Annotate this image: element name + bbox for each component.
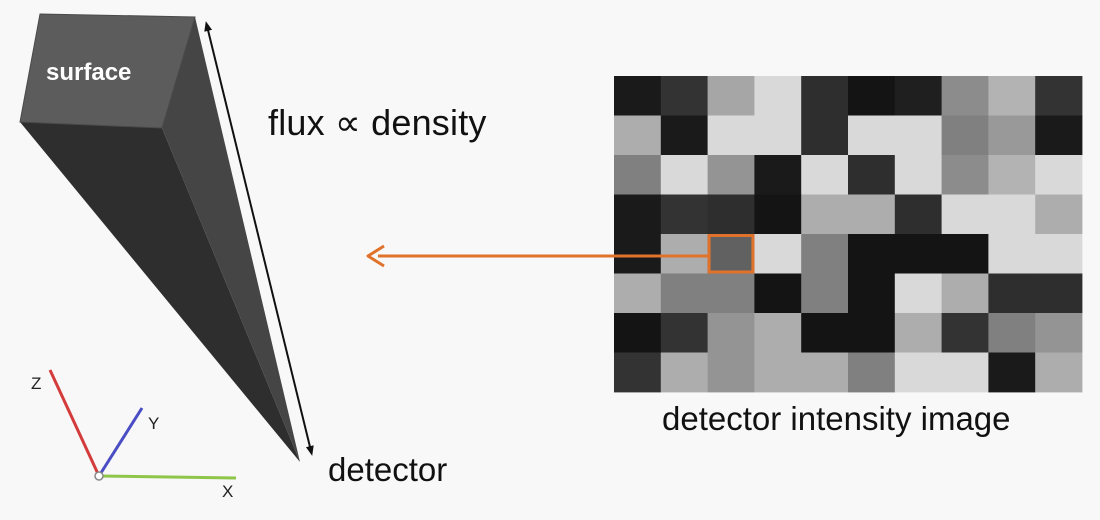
- grid-cell: [1035, 194, 1083, 235]
- grid-cell: [941, 155, 989, 195]
- grid-cell: [1035, 313, 1083, 353]
- grid-cell: [848, 273, 896, 314]
- grid-cell: [941, 115, 989, 156]
- grid-cell: [848, 115, 896, 156]
- grid-cell: [614, 313, 662, 353]
- grid-cell: [754, 155, 802, 195]
- grid-cell: [754, 76, 802, 116]
- grid-cell: [1035, 234, 1083, 274]
- grid-cell: [941, 234, 989, 274]
- axes-origin: [94, 471, 104, 481]
- grid-cell: [988, 234, 1036, 274]
- grid-cell: [801, 273, 849, 314]
- grid-cell: [894, 273, 942, 314]
- grid-cell: [707, 273, 755, 314]
- grid-cell: [660, 234, 708, 274]
- grid-cell: [941, 352, 989, 393]
- grid-cell: [848, 313, 896, 353]
- grid-cell: [988, 194, 1036, 235]
- column-top-face: [19, 13, 196, 129]
- grid-cell: [894, 194, 942, 235]
- grid-cell: [894, 352, 942, 393]
- pixel-pointer: [366, 244, 709, 268]
- grid-cell: [801, 234, 849, 274]
- intensity-grid: [614, 76, 1083, 393]
- grid-cell: [754, 352, 802, 393]
- flux-density-label: flux ∝ density: [268, 102, 487, 143]
- z-axis-label: Z: [31, 374, 42, 393]
- grid-cell: [988, 313, 1036, 353]
- grid-cell: [1035, 155, 1083, 195]
- grid-cell: [1035, 76, 1083, 116]
- grid-cell: [707, 155, 755, 195]
- grid-cell: [988, 155, 1036, 195]
- grid-cell: [894, 234, 942, 274]
- grid-cell: [754, 273, 802, 314]
- grid-cell: [941, 273, 989, 314]
- grid-cell: [707, 194, 755, 235]
- detector-label: detector: [328, 451, 448, 488]
- grid-cell: [941, 76, 989, 116]
- pointer-arrowhead: [366, 244, 385, 268]
- grid-cell: [894, 155, 942, 195]
- grid-cell: [614, 115, 662, 156]
- grid-cell: [660, 194, 708, 235]
- grid-cell: [848, 155, 896, 195]
- grid-cell: [988, 115, 1036, 156]
- detector-image-caption: detector intensity image: [662, 400, 1011, 437]
- grid-cell: [754, 194, 802, 235]
- grid-cell: [614, 352, 662, 393]
- grid-cell: [801, 76, 849, 116]
- length-arrow: [204, 21, 314, 456]
- coordinate-axes: [48, 369, 237, 481]
- grid-cell: [1035, 115, 1083, 156]
- grid-cell: [941, 194, 989, 235]
- x-axis-line: [98, 474, 237, 480]
- x-axis-label: X: [222, 482, 234, 501]
- z-axis-line: [48, 369, 101, 477]
- grid-cell: [660, 313, 708, 353]
- grid-cell: [754, 234, 802, 274]
- grid-cell: [894, 76, 942, 116]
- grid-cell: [988, 352, 1036, 393]
- grid-cell: [801, 115, 849, 156]
- grid-cell: [754, 313, 802, 353]
- grid-cell: [614, 155, 662, 195]
- grid-cell: [614, 76, 662, 116]
- grid-cell: [707, 313, 755, 353]
- y-axis-label: Y: [148, 414, 160, 433]
- grid-cell: [801, 194, 849, 235]
- highlighted-pixel: [707, 234, 755, 274]
- grid-cell: [614, 194, 662, 235]
- grid-cell: [660, 115, 708, 156]
- surface-label: surface: [46, 59, 132, 86]
- grid-cell: [801, 155, 849, 195]
- grid-cell: [660, 76, 708, 116]
- grid-cell: [707, 76, 755, 116]
- grid-cell: [614, 273, 662, 314]
- grid-cell: [801, 313, 849, 353]
- grid-cell: [988, 76, 1036, 116]
- grid-cell: [1035, 352, 1083, 393]
- grid-cell: [848, 234, 896, 274]
- grid-cell: [707, 115, 755, 156]
- grid-cell: [894, 313, 942, 353]
- grid-cell: [941, 313, 989, 353]
- grid-cell: [660, 155, 708, 195]
- grid-cell: [988, 273, 1036, 314]
- grid-cell: [707, 352, 755, 393]
- grid-cell: [801, 352, 849, 393]
- grid-cell: [707, 234, 755, 274]
- grid-cell: [660, 352, 708, 393]
- grid-cell: [848, 194, 896, 235]
- grid-cell: [660, 273, 708, 314]
- grid-cell: [1035, 273, 1083, 314]
- grid-cell: [848, 352, 896, 393]
- grid-cell: [848, 76, 896, 116]
- grid-cell: [894, 115, 942, 156]
- grid-cell: [614, 234, 662, 274]
- y-axis-line: [97, 407, 144, 477]
- grid-cell: [754, 115, 802, 156]
